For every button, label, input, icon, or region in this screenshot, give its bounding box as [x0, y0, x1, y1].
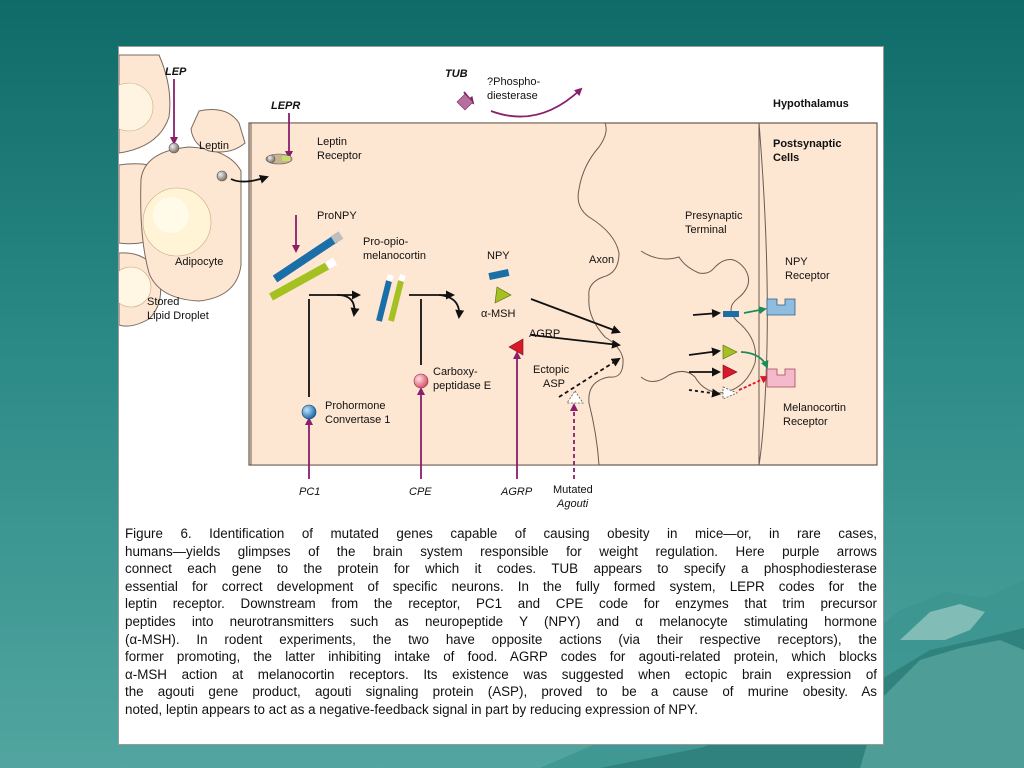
figure-card: LEP LEPR TUB ?Phospho- diesterase Hypoth…	[118, 46, 884, 745]
caption-line: leptin receptor. Downstream from the rec…	[125, 596, 877, 612]
agrp-molecule	[508, 338, 524, 356]
gene-lep: LEP	[165, 66, 187, 78]
caption-line: the agouti gene product, agouti signalin…	[125, 684, 877, 700]
figure-caption: Figure 6. Identification of mutated gene…	[125, 525, 877, 737]
ectopic-asp-molecule	[566, 390, 584, 404]
leptin-receptor-icon	[265, 153, 293, 165]
amsh-released	[722, 344, 738, 360]
caption-line: former promoting, the latter inhibiting …	[125, 649, 877, 665]
phosphodiesterase-label-1: ?Phospho-	[487, 76, 541, 88]
amsh-binding-arrow	[740, 351, 769, 369]
gene-cpe: CPE	[409, 486, 432, 498]
melanocortin-receptor-label-1: Melanocortin	[783, 402, 846, 414]
npy-receptor-label-1: NPY	[785, 256, 808, 268]
leptin-at-cell	[168, 142, 180, 154]
stored-lipid-label-2: Lipid Droplet	[147, 310, 209, 322]
prohormone-label-1: Prohormone	[325, 400, 386, 412]
npy-receptor-icon	[766, 298, 796, 316]
pronpy-peptide	[272, 231, 344, 283]
melanocortin-receptor-label-2: Receptor	[783, 416, 828, 428]
agrp-released	[722, 364, 738, 380]
melanocortin-receptor-icon	[766, 368, 796, 388]
adipocyte-label: Adipocyte	[175, 256, 223, 268]
axon-label: Axon	[589, 254, 614, 266]
npy-label: NPY	[487, 250, 510, 262]
pomc-peptide	[269, 257, 338, 301]
postsynaptic-membrane	[250, 122, 624, 466]
leptin-receptor-label-1: Leptin	[317, 136, 347, 148]
presynaptic-label-2: Terminal	[685, 224, 727, 236]
postsynaptic-label-2: Cells	[773, 152, 799, 164]
gene-agrp: AGRP	[500, 486, 533, 498]
presynaptic-label-1: Presynaptic	[685, 210, 743, 222]
leptin-molecule	[216, 170, 228, 182]
caption-line: essential for correct development of spe…	[125, 578, 877, 594]
adipocyte-cells	[119, 54, 246, 327]
gene-mutated: Mutated	[553, 484, 593, 496]
asp-released	[722, 386, 739, 400]
hypothalamus-label: Hypothalamus	[773, 98, 849, 110]
carboxypeptidase-label-1: Carboxy-	[433, 366, 478, 378]
gene-arrows	[170, 79, 583, 479]
npy-binding-arrow	[743, 306, 767, 315]
pathway-arrows	[230, 174, 721, 398]
prohormone-label-2: Convertase 1	[325, 414, 390, 426]
stored-lipid-label-1: Stored	[147, 296, 179, 308]
pomc-label-2: melanocortin	[363, 250, 426, 262]
prohormone-convertase-icon	[301, 404, 317, 420]
amsh-label: α-MSH	[481, 308, 516, 320]
gene-agouti: Agouti	[556, 498, 589, 510]
presynaptic-terminal	[640, 250, 757, 394]
phosphodiesterase-icon	[456, 93, 474, 111]
ectopic-asp-label-2: ASP	[543, 378, 565, 390]
npy-released	[723, 311, 739, 317]
npy-receptor-label-2: Receptor	[785, 270, 830, 282]
carboxypeptidase-icon	[413, 373, 429, 389]
leptin-receptor-label-2: Receptor	[317, 150, 362, 162]
phosphodiesterase-label-2: diesterase	[487, 90, 538, 102]
pronpy-label: ProNPY	[317, 210, 357, 222]
obesity-pathway-diagram: LEP LEPR TUB ?Phospho- diesterase Hypoth…	[119, 54, 878, 510]
asp-binding-arrow	[738, 376, 769, 391]
postsynaptic-label-1: Postsynaptic	[773, 138, 841, 150]
cleaved-peptides	[376, 274, 406, 322]
ectopic-asp-label-1: Ectopic	[533, 364, 570, 376]
caption-line: humans—yields glimpses of the brain syst…	[125, 543, 877, 559]
caption-line: Figure 6. Identification of mutated gene…	[125, 526, 877, 541]
gene-pc1: PC1	[299, 486, 320, 498]
pomc-label-1: Pro-opio-	[363, 236, 409, 248]
amsh-molecule	[494, 286, 512, 304]
carboxypeptidase-label-2: peptidase E	[433, 380, 491, 392]
agrp-protein-label: AGRP	[529, 328, 560, 340]
leptin-label: Leptin	[199, 140, 229, 152]
npy-molecule	[488, 269, 510, 281]
caption-line: (α-MSH). In rodent experiments, the two …	[125, 631, 877, 647]
gene-tub: TUB	[445, 68, 468, 80]
caption-line: peptides into neurotransmitters such as …	[125, 613, 877, 629]
gene-lepr: LEPR	[271, 100, 300, 112]
caption-line: α-MSH action at melanocortin receptors. …	[125, 666, 877, 682]
caption-line: noted, leptin appears to act as a negati…	[125, 701, 698, 717]
caption-line: connect each gene to the protein for whi…	[125, 561, 877, 577]
